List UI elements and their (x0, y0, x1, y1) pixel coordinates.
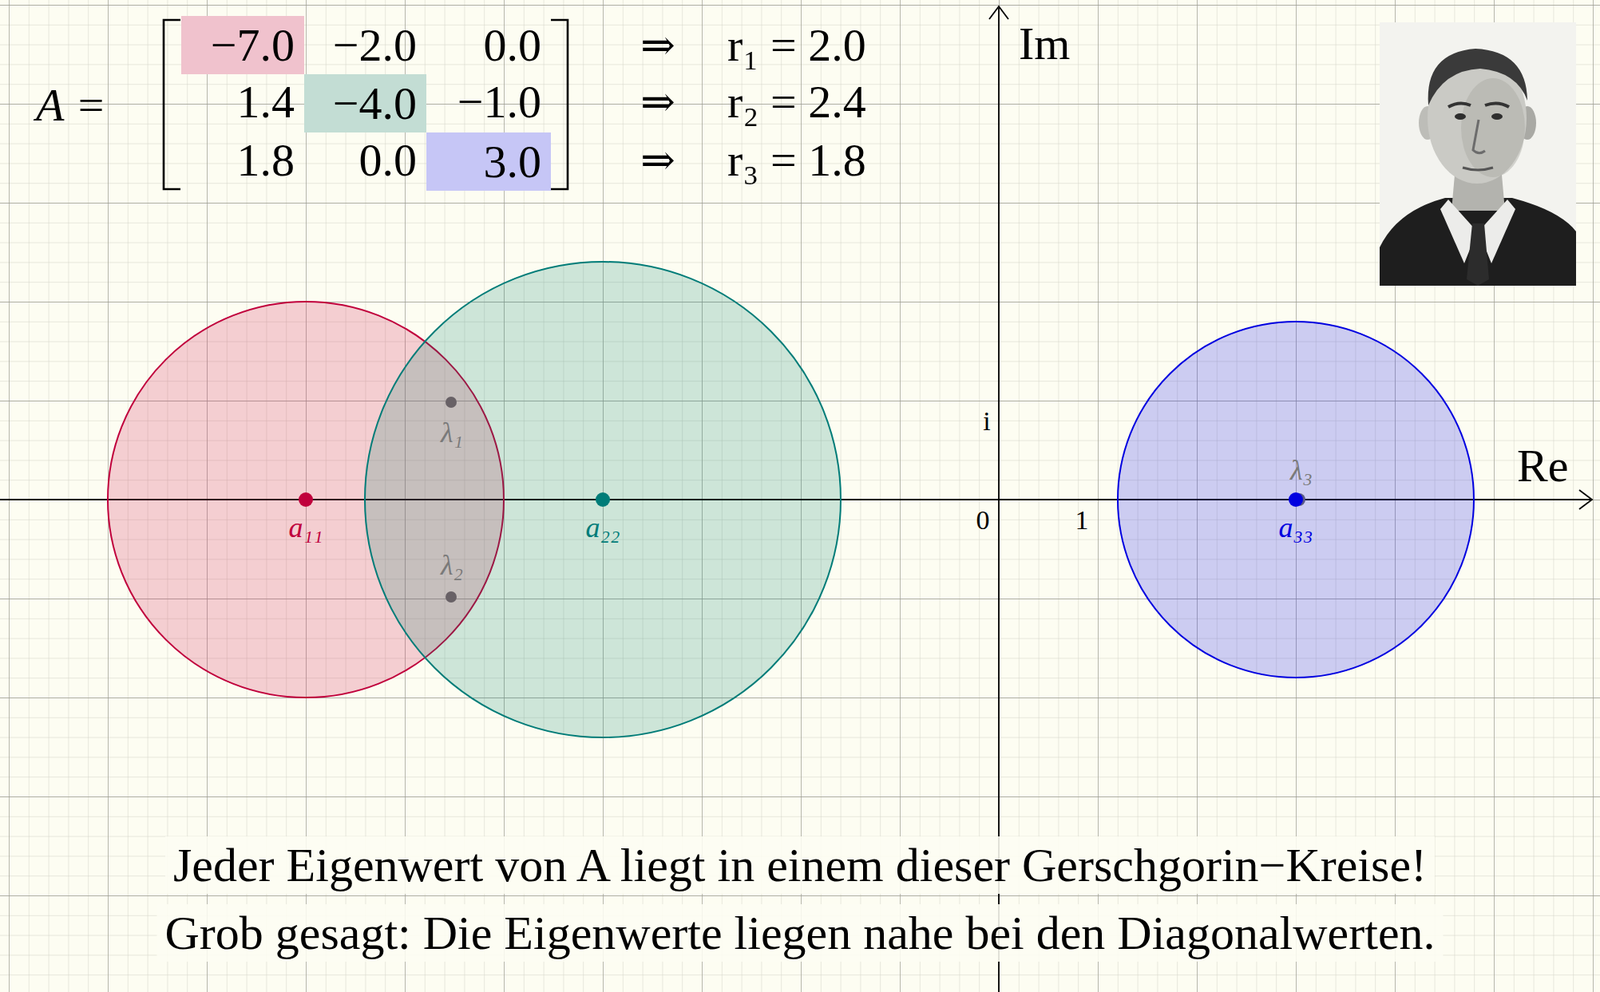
implies-arrow: ⇒ (640, 135, 676, 186)
tick-label: 1 (1075, 504, 1090, 538)
label-holder: Re (1516, 438, 1569, 495)
diagonal-dot (1288, 492, 1303, 507)
disc-circle (1117, 321, 1474, 678)
matrix-entry: 1.8 (237, 132, 296, 189)
matrix-entry: 3.0 (483, 134, 543, 191)
label-holder: 0 (976, 504, 991, 538)
diagonal-dot (595, 492, 610, 507)
tick-label: i (982, 405, 991, 439)
radius-value: r₃ = 1.8 (727, 132, 867, 189)
axis-label: Im (1018, 15, 1070, 72)
disc-outline (363, 260, 843, 740)
label-holder: ⇒ (640, 77, 676, 127)
label-holder: −1.0 (457, 74, 542, 131)
label-holder: ⇒ (640, 135, 676, 186)
highlighted-cell: −4.0 (304, 74, 427, 133)
label-holder: 1 (1075, 504, 1090, 538)
label-holder: λ₁ (440, 415, 464, 451)
axes (0, 6, 1593, 992)
label-holder: A = (35, 77, 107, 134)
matrix-entry: 0.0 (359, 132, 418, 189)
matrix-entry: 0.0 (483, 17, 543, 74)
label-holder: 0.0 (483, 17, 543, 74)
diagonal-label: a₁₁ (288, 510, 323, 546)
eigenvalue-label: λ₂ (440, 548, 464, 583)
radius-value: r₁ = 2.0 (727, 17, 867, 74)
label-holder: r₂ = 2.4 (727, 74, 867, 131)
right-bracket (550, 19, 568, 190)
label-holder: λ₃ (1290, 453, 1313, 488)
highlighted-cell: −7.0 (181, 15, 305, 75)
label-holder: Jeder Eigenwert von A liegt in einem die… (165, 836, 1435, 895)
radius-value: r₂ = 2.4 (727, 74, 867, 131)
label-holder: −2.0 (332, 17, 417, 74)
matrix-entry: −1.0 (457, 74, 542, 131)
matrix-name: A = (35, 77, 107, 134)
axis-arrowhead (989, 6, 1009, 20)
disc-circle (364, 261, 841, 738)
caption-line: Jeder Eigenwert von A liegt in einem die… (165, 836, 1435, 895)
matrix-entry: −2.0 (332, 17, 417, 74)
implies-arrow: ⇒ (640, 20, 676, 71)
eigenvalue-label: λ₁ (440, 415, 464, 451)
label-holder: r₃ = 1.8 (727, 132, 867, 189)
disc-outline (1116, 320, 1476, 680)
label-holder: Grob gesagt: Die Eigenwerte liegen nahe … (156, 904, 1443, 963)
axis-label: Re (1516, 438, 1569, 495)
label-holder: Im (1018, 15, 1070, 72)
label-holder: λ₂ (440, 548, 464, 583)
label-holder: ⇒ (640, 20, 676, 71)
diagonal-label: a₃₃ (1278, 510, 1313, 546)
matrix-entry: 1.4 (237, 74, 296, 131)
label-holder: 0.0 (359, 132, 418, 189)
diagonal-label: a₂₂ (585, 510, 620, 546)
caption-line: Grob gesagt: Die Eigenwerte liegen nahe … (156, 904, 1443, 963)
gerschgorin-disc: a₂₂ (363, 260, 843, 740)
left-bracket (163, 19, 181, 190)
eigenvalue-label: λ₃ (1290, 453, 1313, 488)
diagonal-dot (298, 492, 313, 507)
portrait (1379, 22, 1577, 286)
matrix-entry: −4.0 (332, 75, 417, 132)
gerschgorin-disc: a₃₃ (1116, 320, 1476, 680)
label-holder: r₁ = 2.0 (727, 17, 867, 74)
label-holder: 1.4 (237, 74, 296, 131)
label-holder: i (982, 405, 991, 439)
axis-arrowhead (1579, 490, 1593, 510)
matrix-entry: −7.0 (210, 17, 295, 74)
tick-label: 0 (976, 504, 991, 538)
implies-arrow: ⇒ (640, 77, 676, 127)
highlighted-cell: 3.0 (426, 132, 551, 191)
label-holder: 1.8 (237, 132, 296, 189)
